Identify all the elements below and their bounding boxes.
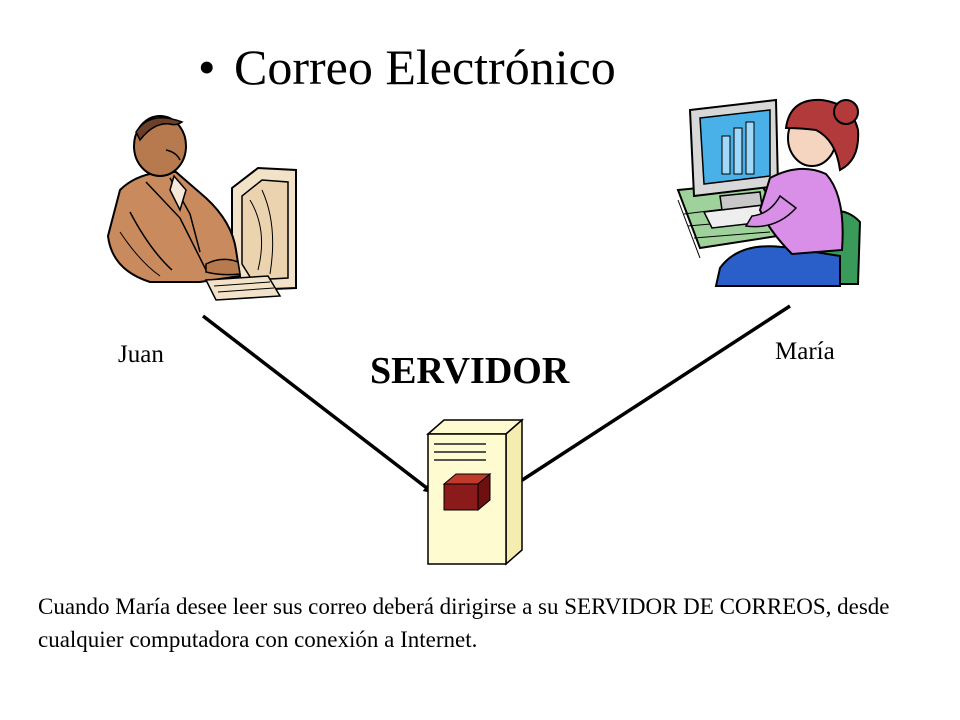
caption-text: Cuando María desee leer sus correo deber… [38, 594, 890, 652]
server-label: SERVIDOR [370, 350, 570, 392]
title-text: Correo Electrónico [234, 39, 616, 95]
arrow-maria-to-server [508, 304, 791, 490]
maria-clipart [676, 98, 862, 287]
title-bullet: • [198, 39, 216, 95]
maria-label: María [775, 338, 835, 365]
arrow-juan-to-server [201, 314, 434, 494]
server-icon [426, 418, 524, 566]
juan-label: Juan [118, 341, 164, 368]
slide-title: • Correo Electrónico [198, 42, 616, 92]
juan-clipart [106, 115, 297, 301]
